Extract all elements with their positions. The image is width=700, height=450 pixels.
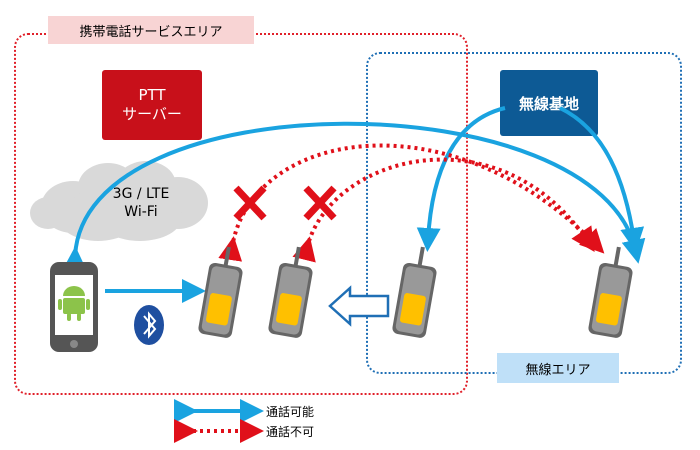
possible-arc-base-to-radio3 [416,106,506,252]
legend-impossible-label: 通話不可 [266,425,315,439]
cloud-label-line2: Wi-Fi [124,204,158,220]
radio-handset-icon [392,246,437,338]
carrier-service-area-label: 携帯電話サービスエリア [48,16,254,44]
legend-possible-label: 通話可能 [266,405,315,419]
radio-handset-icon [198,246,243,338]
ptt-server-line2: サーバー [122,105,182,123]
radio-handset-icon [588,246,633,338]
cloud-label: 3G / LTE Wi-Fi [96,185,186,221]
possible-arc-phone-to-radio [62,121,646,271]
android-icon [58,286,90,321]
ptt-server: PTT サーバー [102,70,202,140]
cloud-icon [30,161,208,241]
android-phone-icon [50,262,98,352]
impossible-arc-2 [292,157,595,263]
radio-handset-icon [268,246,313,338]
hollow-left-arrow [328,285,390,327]
cross-mark-icon [303,185,337,221]
impossible-arc-1 [218,143,605,262]
cross-mark-icon [233,185,267,221]
bluetooth-icon [134,305,164,345]
ptt-server-line1: PTT [138,86,166,104]
cloud-label-line1: 3G / LTE [112,186,170,202]
possible-arc-base-to-radio4 [559,106,645,252]
radio-area-label: 無線エリア [497,353,619,383]
